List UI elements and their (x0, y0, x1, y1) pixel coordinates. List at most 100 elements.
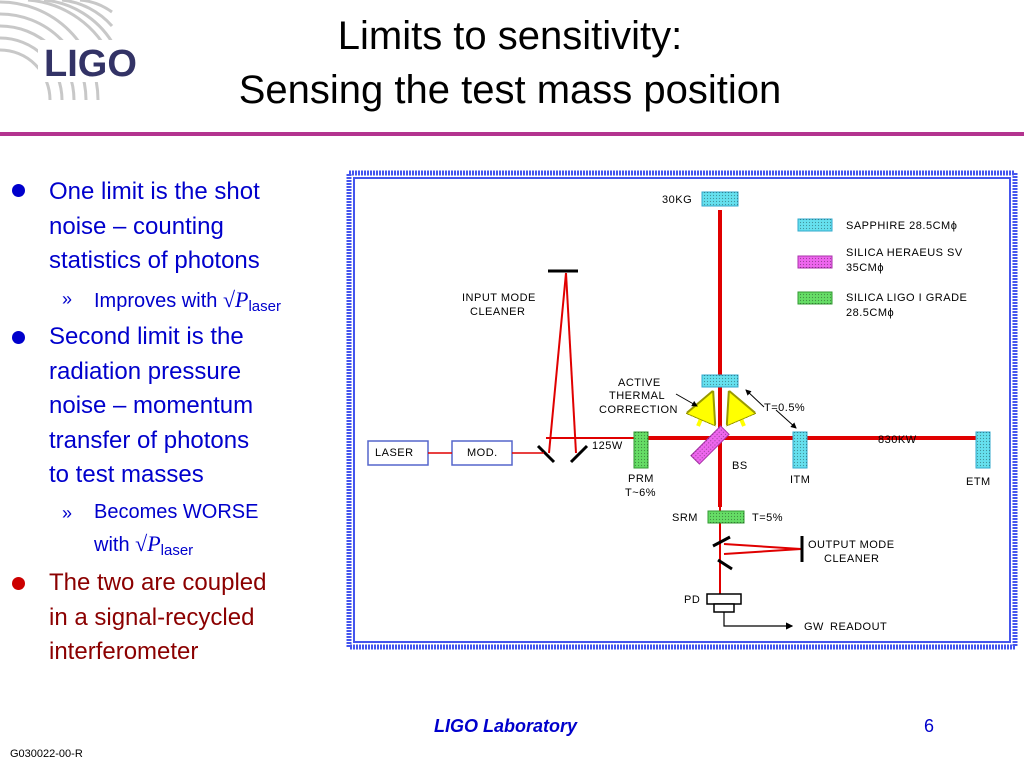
prm-label: PRM (628, 473, 654, 485)
laser-label: LASER (375, 447, 414, 459)
legend-sapphire-label: SAPPHIRE 28.5CMϕ (846, 220, 957, 232)
legend-silica-sv-label-1: SILICA HERAEUS SV (846, 247, 963, 259)
active-thermal-label-3: CORRECTION (599, 404, 678, 416)
bullet-3-line-1: The two are coupled (49, 569, 267, 596)
logo-text: LIGO (44, 43, 137, 85)
ligo-logo: LIGO (0, 0, 156, 101)
omc-label-line-1: OUTPUT MODE (808, 539, 895, 551)
bullet-3: The two are coupled in a signal-recycled… (49, 566, 266, 670)
omc-beam-bottom (723, 548, 802, 555)
legend-swatch-silica-ligo-texture (798, 292, 832, 304)
sub-bullet-2-text: with (94, 534, 136, 556)
sub-bullet-marker: » (62, 289, 73, 309)
itm-x-texture (793, 432, 807, 468)
legend-silica-ligo-label-2: 28.5CMϕ (846, 307, 894, 319)
bullet-1-line-3: statistics of photons (49, 247, 260, 274)
power-variable: P (235, 287, 249, 312)
etm-y-texture (702, 192, 738, 206)
omc-lower-mirror (717, 558, 733, 571)
prm-transmission-label: T~6% (625, 487, 656, 499)
itm-y-texture (702, 375, 738, 387)
sub-bullet-1: Improves with √Plaser (94, 284, 281, 318)
bullet-1-line-2: noise – counting (49, 212, 224, 240)
imc-label-line-1: INPUT MODE (462, 292, 536, 304)
imc-beam-right (565, 272, 577, 454)
readout-label: READOUT (830, 621, 887, 633)
bullet-2-line-1: Second limit is the (49, 323, 244, 350)
itm-transmission-pointer-1 (745, 389, 765, 408)
legend-swatch-sapphire-texture (798, 219, 832, 231)
bullet-1: One limit is the shot noise – counting s… (49, 175, 260, 279)
bullet-1-line-1: One limit is the shot (49, 178, 260, 205)
srm-transmission-label: T=5% (752, 512, 783, 524)
bullet-2-line-4: transfer of photons (49, 426, 250, 454)
srm-label: SRM (672, 512, 698, 524)
mass-label: 30KG (662, 194, 692, 206)
bullet-3-line-3: interferometer (49, 638, 199, 665)
bullet-dot (12, 577, 25, 590)
legend-silica-ligo-label-1: SILICA LIGO I GRADE (846, 292, 967, 304)
thermal-correction-arrow-right (732, 398, 744, 427)
input-mode-cleaner (536, 269, 589, 464)
imc-left-mirror (536, 444, 556, 464)
omc-upper-mirror (712, 535, 731, 548)
omc-beam-top (723, 543, 802, 550)
itm-transmission-pointer-2 (775, 409, 797, 429)
sqrt-symbol: √ (222, 287, 236, 312)
bullet-2: Second limit is the radiation pressure n… (49, 320, 253, 493)
input-power-label: 125W (592, 440, 623, 452)
diagram-inner-border (353, 177, 1011, 643)
thermal-correction-arrow-left (698, 398, 710, 427)
sub-bullet-2: Becomes WORSE with √Plaser (94, 497, 258, 562)
title-divider (0, 132, 1024, 136)
bullet-2-line-2: radiation pressure (49, 357, 242, 385)
pd-body (713, 603, 735, 613)
beamsplitter-texture (690, 425, 730, 465)
legend-silica-sv-label-2: 35CMϕ (846, 262, 884, 274)
output-mode-cleaner (712, 535, 804, 571)
gw-label: GW (804, 621, 824, 633)
sqrt-symbol: √ (135, 531, 148, 556)
arm-power-label: 830KW (878, 434, 917, 446)
prm-texture (634, 432, 648, 468)
page-title-line-2: Sensing the test mass position (238, 68, 782, 112)
materials-legend: SAPPHIRE 28.5CMϕ SILICA HERAEUS SV 35CMϕ… (797, 218, 967, 319)
power-subscript: laser (248, 298, 281, 315)
active-thermal-pointer (675, 393, 698, 407)
interferometer-diagram: LASER MOD. 30KG INPUT MODE CLEANER 125W … (346, 170, 1018, 650)
omc-label-line-2: CLEANER (824, 553, 879, 565)
etm-label: ETM (966, 476, 991, 488)
bullet-dot (12, 184, 25, 197)
bullet-2-line-3: noise – momentum (49, 392, 254, 419)
power-subscript: laser (160, 542, 194, 559)
photodiode (706, 593, 794, 630)
optics (633, 191, 991, 524)
bullet-dot (12, 331, 25, 344)
etm-x-texture (976, 432, 990, 468)
footer-lab-name: LIGO Laboratory (434, 716, 578, 736)
page-title-line-1: Limits to sensitivity: (337, 14, 683, 58)
sub-bullet-marker: » (62, 503, 73, 523)
beamsplitter-label: BS (732, 460, 748, 472)
pd-head (706, 593, 742, 605)
pd-label: PD (684, 594, 700, 606)
diagram-border (346, 170, 1018, 650)
imc-beam-left (548, 272, 567, 454)
sub-bullet-1-text: Improves with (94, 290, 223, 312)
active-thermal-label-1: ACTIVE (618, 377, 661, 389)
document-id: G030022-00-R (10, 748, 83, 760)
srm-texture (708, 511, 744, 523)
sub-bullet-2-line-1: Becomes WORSE (94, 501, 259, 523)
legend-swatch-silica-sv-texture (798, 256, 832, 268)
bullet-2-line-5: to test masses (49, 461, 204, 488)
page-number: 6 (924, 716, 935, 736)
itm-transmission-label: T=0.5% (764, 402, 805, 414)
mod-label: MOD. (467, 447, 498, 459)
active-thermal-label-2: THERMAL (609, 390, 665, 402)
gw-readout-arrow (723, 612, 794, 630)
imc-right-mirror (569, 444, 589, 464)
imc-label-line-2: CLEANER (470, 306, 525, 318)
bullet-3-line-2: in a signal-recycled (49, 603, 255, 631)
itm-label: ITM (790, 474, 810, 486)
power-variable: P (147, 531, 161, 556)
